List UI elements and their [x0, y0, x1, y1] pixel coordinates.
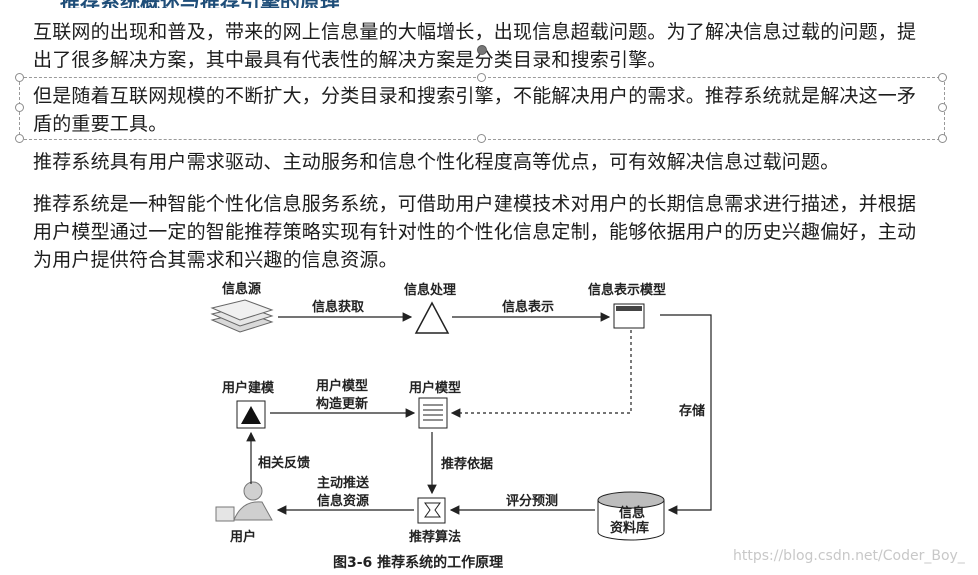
- label-score-predict: 评分预测: [506, 493, 558, 509]
- resize-handle[interactable]: [477, 134, 486, 143]
- heading-partial: 推荐系统概述与推荐引擎的原理: [60, 0, 480, 8]
- resize-handle[interactable]: [15, 103, 24, 112]
- label-info-source: 信息源: [222, 281, 261, 297]
- resize-handle[interactable]: [938, 73, 947, 82]
- figure-caption: 图3-6 推荐系统的工作原理: [333, 555, 504, 571]
- label-user-modeling: 用户建模: [221, 380, 275, 396]
- label-info-process: 信息处理: [404, 282, 456, 298]
- rotate-handle[interactable]: [477, 45, 487, 55]
- resize-handle[interactable]: [477, 73, 486, 82]
- label-info-model: 信息表示模型: [588, 282, 666, 298]
- paragraph-4: 推荐系统是一种智能个性化信息服务系统，可借助用户建模技术对用户的长期信息需求进行…: [33, 193, 917, 271]
- user-model-icon: [418, 397, 448, 429]
- triangle-icon: [414, 301, 450, 334]
- algorithm-icon: [417, 497, 446, 524]
- resize-handle[interactable]: [938, 103, 947, 112]
- label-store: 存储: [679, 403, 705, 419]
- resize-handle[interactable]: [15, 134, 24, 143]
- user-icon: [215, 481, 273, 522]
- paragraph-2: 但是随着互联网规模的不断扩大，分类目录和搜索引擎，不能解决用户的需求。推荐系统就…: [33, 85, 917, 135]
- label-db-1: 信息: [619, 505, 645, 521]
- label-active-push-1: 主动推送: [317, 475, 370, 491]
- window-icon: [613, 303, 645, 329]
- label-info-represent: 信息表示: [502, 299, 554, 315]
- resize-handle[interactable]: [938, 134, 947, 143]
- label-user-model-update-1: 用户模型: [315, 378, 368, 394]
- label-user-model: 用户模型: [408, 380, 461, 396]
- user-modeling-icon: [236, 400, 266, 429]
- label-db-2: 资料库: [610, 520, 649, 536]
- paragraph-1: 互联网的出现和普及，带来的网上信息量的大幅增长，出现信息超载问题。为了解决信息过…: [33, 21, 917, 71]
- paragraph-3: 推荐系统具有用户需求驱动、主动服务和信息个性化程度高等优点，可有效解决信息过载问…: [33, 151, 840, 173]
- label-info-fetch: 信息获取: [312, 299, 365, 315]
- label-rec-algo: 推荐算法: [409, 529, 461, 545]
- label-user: 用户: [229, 529, 256, 545]
- documents-icon: [210, 299, 274, 333]
- label-rec-basis: 推荐依据: [441, 456, 493, 472]
- watermark: https://blog.csdn.net/Coder_Boy_: [733, 548, 965, 564]
- resize-handle[interactable]: [15, 73, 24, 82]
- label-feedback: 相关反馈: [258, 455, 310, 471]
- label-user-model-update-2: 构造更新: [316, 396, 368, 412]
- label-active-push-2: 信息资源: [317, 493, 369, 509]
- database-icon: [597, 491, 665, 541]
